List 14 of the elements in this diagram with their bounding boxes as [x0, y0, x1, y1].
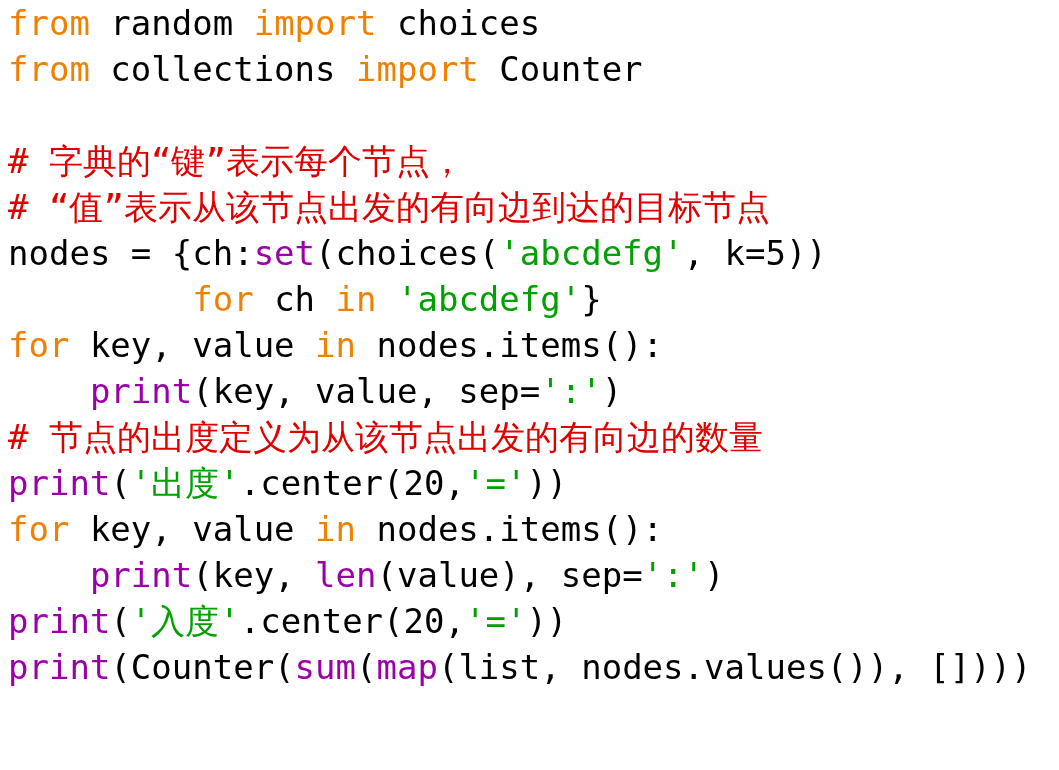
code-line: # 节点的出度定义为从该节点出发的有向边的数量 — [8, 417, 763, 457]
code-line: # 字典的“键”表示每个节点， — [8, 141, 464, 181]
code-line: print(Counter(sum(map(list, nodes.values()), []))) — [8, 647, 1032, 687]
code-line: from random import choices — [8, 3, 541, 43]
code-line: print(key, value, sep=':') — [88, 371, 623, 411]
code-line: print('出度'.center(20,'=')) — [8, 463, 568, 503]
code-line: from collections import Counter — [8, 49, 643, 89]
code-line: nodes = {ch:set(choices('abcdefg', k=5)) — [8, 233, 827, 273]
code-line: for ch in 'abcdefg'} — [191, 279, 602, 319]
code-line: for key, value in nodes.items(): — [8, 509, 664, 549]
code-line: print('入度'.center(20,'=')) — [8, 601, 568, 641]
code-line: # “值”表示从该节点出发的有向边到达的目标节点 — [8, 187, 770, 227]
code-line: print(key, len(value), sep=':') — [88, 555, 725, 595]
code-line: for key, value in nodes.items(): — [8, 325, 664, 365]
